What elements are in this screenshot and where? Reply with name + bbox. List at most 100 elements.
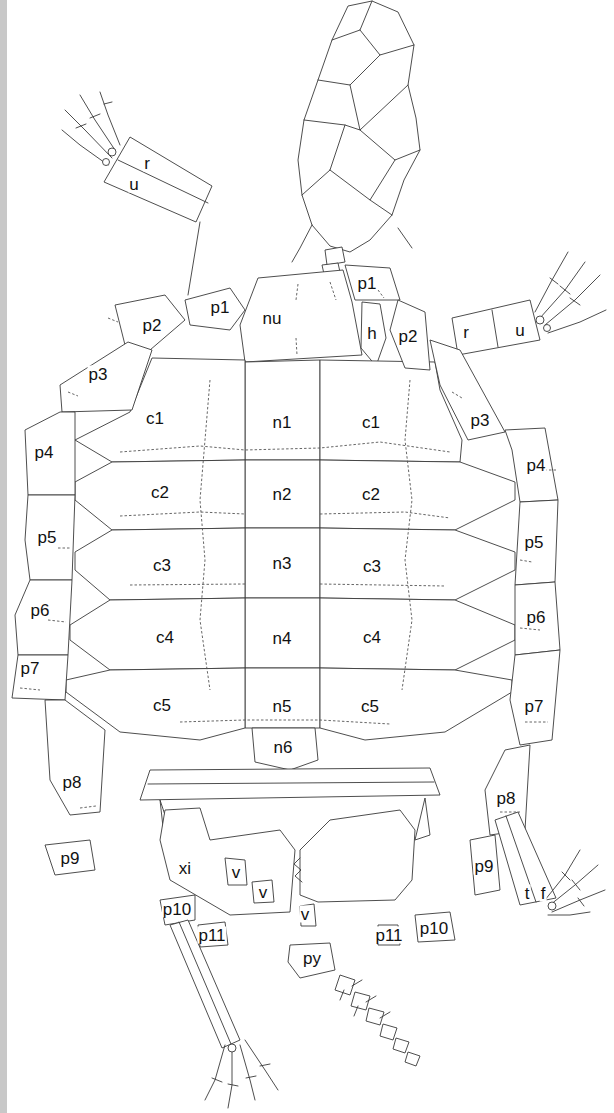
right-forelimb xyxy=(452,300,540,355)
right-forelimb xyxy=(544,325,551,332)
tail xyxy=(405,1052,420,1066)
part-label: n4 xyxy=(272,630,293,647)
carapace xyxy=(402,380,412,690)
carapace xyxy=(320,668,512,740)
carapace xyxy=(430,340,505,440)
carapace xyxy=(45,700,105,815)
carapace xyxy=(245,360,320,460)
part-label: p3 xyxy=(470,412,491,429)
carapace xyxy=(515,582,560,655)
carapace xyxy=(25,495,75,580)
left-hindlimb xyxy=(179,922,231,1044)
right-forelimb xyxy=(536,316,544,324)
skull xyxy=(292,1,420,262)
carapace xyxy=(25,412,75,495)
part-label: c4 xyxy=(155,629,175,646)
carapace xyxy=(20,290,556,812)
loose-peripherals xyxy=(45,840,95,875)
carapace xyxy=(120,512,450,518)
loose-peripherals xyxy=(198,922,228,947)
part-label: c4 xyxy=(362,629,382,646)
part-label: v xyxy=(258,884,269,901)
loose-peripherals xyxy=(160,895,195,925)
right-hindlimb xyxy=(495,812,605,915)
plastron xyxy=(415,798,430,840)
left-forelimb xyxy=(103,159,110,166)
carapace xyxy=(245,460,320,528)
carapace xyxy=(75,528,245,600)
plastron xyxy=(225,858,247,885)
plastron xyxy=(140,768,440,800)
carapace xyxy=(505,428,558,502)
part-label: t xyxy=(524,885,531,902)
part-label: p4 xyxy=(34,444,55,461)
part-label: r xyxy=(462,324,470,341)
plastron xyxy=(252,880,274,903)
part-label: p1 xyxy=(210,299,231,316)
part-label: p5 xyxy=(37,529,58,546)
part-label: p6 xyxy=(30,602,51,619)
part-label: c3 xyxy=(152,557,172,574)
part-label: p9 xyxy=(474,858,495,875)
part-label: v xyxy=(231,864,242,881)
carapace xyxy=(515,500,558,585)
part-label: nu xyxy=(262,310,283,327)
right-hindlimb xyxy=(506,816,536,902)
part-label: p2 xyxy=(398,328,419,345)
carapace xyxy=(15,580,72,655)
tail xyxy=(340,980,390,1018)
part-label: p6 xyxy=(526,609,547,626)
carapace xyxy=(60,342,152,412)
part-label: p5 xyxy=(524,534,545,551)
part-label: c2 xyxy=(150,484,170,501)
right-forelimb xyxy=(492,310,498,347)
carapace xyxy=(245,668,320,728)
plastron xyxy=(300,810,415,902)
left-hindlimb xyxy=(205,1040,278,1108)
left-forelimb xyxy=(108,148,116,156)
loose-peripherals xyxy=(288,943,335,978)
carapace xyxy=(390,300,430,370)
loose-peripherals xyxy=(45,835,500,978)
left-hindlimb xyxy=(170,920,240,1048)
right-hindlimb xyxy=(495,812,556,905)
neck-vertebrae xyxy=(325,247,345,265)
right-hindlimb xyxy=(545,850,605,915)
left-forelimb xyxy=(62,92,120,165)
carapace xyxy=(200,380,210,690)
carapace xyxy=(345,265,400,300)
left-hindlimb xyxy=(170,920,278,1108)
part-label: p1 xyxy=(357,275,378,292)
matrix-edge xyxy=(0,0,7,1113)
carapace xyxy=(70,598,245,670)
carapace xyxy=(245,598,320,668)
carapace xyxy=(296,282,336,355)
carapace xyxy=(12,655,68,700)
part-label: v xyxy=(300,906,311,923)
part-label: n2 xyxy=(272,486,293,503)
part-label: h xyxy=(366,325,377,342)
left-forelimb xyxy=(62,92,212,295)
part-label: f xyxy=(540,885,547,902)
carapace xyxy=(320,598,515,670)
part-label: c5 xyxy=(360,698,380,715)
part-label: c3 xyxy=(362,558,382,575)
right-forelimb xyxy=(535,252,606,333)
tail xyxy=(335,975,420,1066)
part-label: p7 xyxy=(20,660,41,677)
plastron xyxy=(148,782,434,784)
part-label: u xyxy=(128,176,139,193)
part-label: n3 xyxy=(272,555,293,572)
part-label: r xyxy=(143,155,151,172)
part-label: n6 xyxy=(273,739,294,756)
loose-peripherals xyxy=(470,835,500,895)
carapace xyxy=(320,528,515,600)
part-label: n5 xyxy=(272,698,293,715)
carapace xyxy=(185,288,245,330)
carapace xyxy=(120,442,450,452)
part-label: p7 xyxy=(524,698,545,715)
tail xyxy=(393,1038,409,1053)
part-label: p4 xyxy=(526,457,547,474)
part-label: p2 xyxy=(142,317,163,334)
